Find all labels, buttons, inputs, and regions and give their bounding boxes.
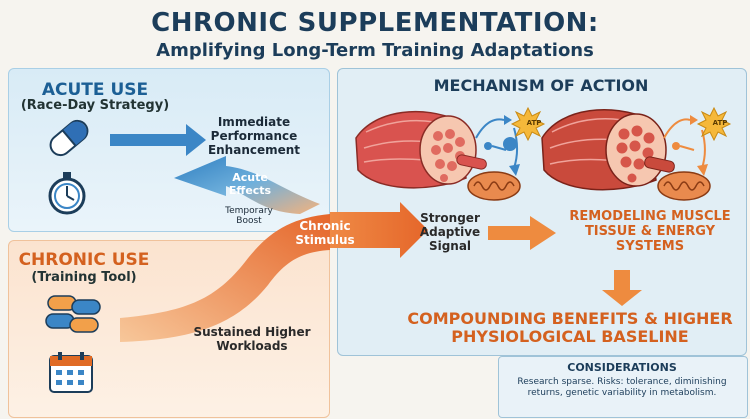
chronic-sweep-arrow <box>120 214 330 342</box>
pills-icon <box>45 295 101 333</box>
mitochondrion-right-icon <box>657 171 711 201</box>
remodeling-text: REMODELING MUSCLE TISSUE & ENERGY SYSTEM… <box>569 209 731 254</box>
stronger-signal-text: Stronger Adaptive Signal <box>419 211 481 253</box>
benefits-down-arrow <box>602 270 642 306</box>
atp-label-right: ATP <box>712 119 728 127</box>
capsule-icon <box>49 119 89 157</box>
chronic-subheading: (Training Tool) <box>31 270 137 285</box>
acute-effects-arrow <box>174 156 320 214</box>
page-title: CHRONIC SUPPLEMENTATION: <box>151 8 599 38</box>
signal-arrow <box>488 216 556 250</box>
acute-heading: ACUTE USE <box>41 80 149 100</box>
immediate-arrow <box>110 124 206 156</box>
muscle-fiber-right-icon <box>541 109 675 191</box>
mechanism-heading: MECHANISM OF ACTION <box>433 76 649 95</box>
acute-subheading: (Race-Day Strategy) <box>20 98 170 113</box>
immediate-performance-text: Immediate Performance Enhancement <box>207 115 301 157</box>
acute-effects-label: Acute Effects <box>228 171 272 197</box>
mitochondrion-left-icon <box>467 171 521 201</box>
atp-label-left: ATP <box>526 119 542 127</box>
calendar-icon <box>49 352 93 393</box>
temporary-boost-label: Temporary Boost <box>225 206 273 227</box>
considerations-box <box>498 356 748 418</box>
compounding-benefits-text: COMPOUNDING BENEFITS & HIGHER PHYSIOLOGI… <box>407 309 733 347</box>
chronic-stimulus-label: Chronic Stimulus <box>295 219 355 247</box>
stopwatch-icon <box>48 172 86 215</box>
muscle-fiber-left-icon <box>355 110 487 189</box>
stimulus-arrow <box>330 202 428 258</box>
considerations-body: Research sparse. Risks: tolerance, dimin… <box>517 377 727 399</box>
considerations-heading: CONSIDERATIONS <box>567 361 677 374</box>
page-subtitle: Amplifying Long-Term Training Adaptation… <box>156 40 594 61</box>
muscle-illustration <box>355 106 732 201</box>
sustained-workloads-text: Sustained Higher Workloads <box>193 325 311 353</box>
chronic-heading: CHRONIC USE <box>18 250 150 270</box>
